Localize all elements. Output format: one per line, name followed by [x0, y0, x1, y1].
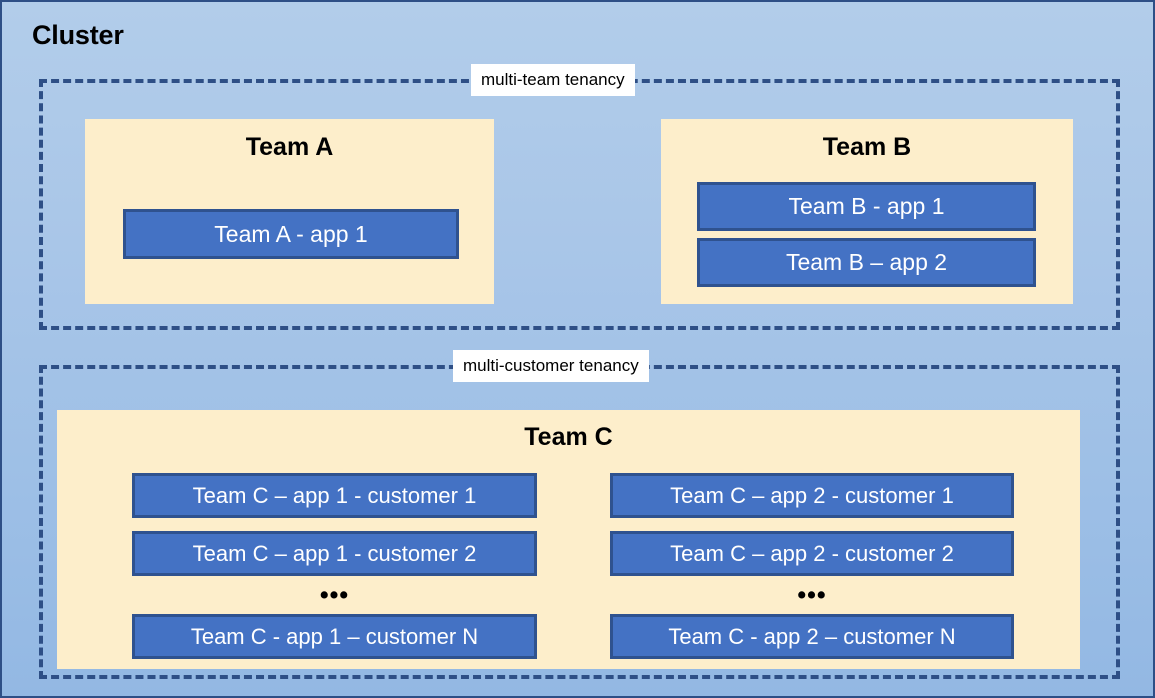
team-title-team-c: Team C [524, 423, 613, 451]
team-box-team-b: Team B Team B - app 1 Team B – app 2 [661, 119, 1073, 304]
app-box-team-c-app-1-customer-1[interactable]: Team C – app 1 - customer 1 [132, 473, 537, 518]
app-box-team-b-app-2[interactable]: Team B – app 2 [697, 238, 1036, 287]
app-box-team-c-app-2-customer-n[interactable]: Team C - app 2 – customer N [610, 614, 1014, 659]
tenancy-group-label-multi-customer: multi-customer tenancy [453, 350, 649, 382]
app-box-team-a-app-1[interactable]: Team A - app 1 [123, 209, 459, 259]
team-box-team-a: Team A Team A - app 1 [85, 119, 494, 304]
team-title-team-a: Team A [245, 133, 334, 161]
page-title: Cluster [32, 20, 124, 50]
ellipsis-team-c-app-2: ••• [797, 581, 827, 609]
team-title-team-b: Team B [822, 133, 912, 161]
ellipsis-team-c-app-1: ••• [319, 581, 350, 609]
app-box-team-c-app-2-customer-2[interactable]: Team C – app 2 - customer 2 [610, 531, 1014, 576]
app-box-team-c-app-1-customer-2[interactable]: Team C – app 1 - customer 2 [132, 531, 537, 576]
app-box-team-c-app-1-customer-n[interactable]: Team C - app 1 – customer N [132, 614, 537, 659]
tenancy-group-label-multi-team: multi-team tenancy [471, 64, 635, 96]
team-box-team-c: Team C Team C – app 1 - customer 1 Team … [57, 410, 1080, 669]
app-box-team-b-app-1[interactable]: Team B - app 1 [697, 182, 1036, 231]
app-box-team-c-app-2-customer-1[interactable]: Team C – app 2 - customer 1 [610, 473, 1014, 518]
